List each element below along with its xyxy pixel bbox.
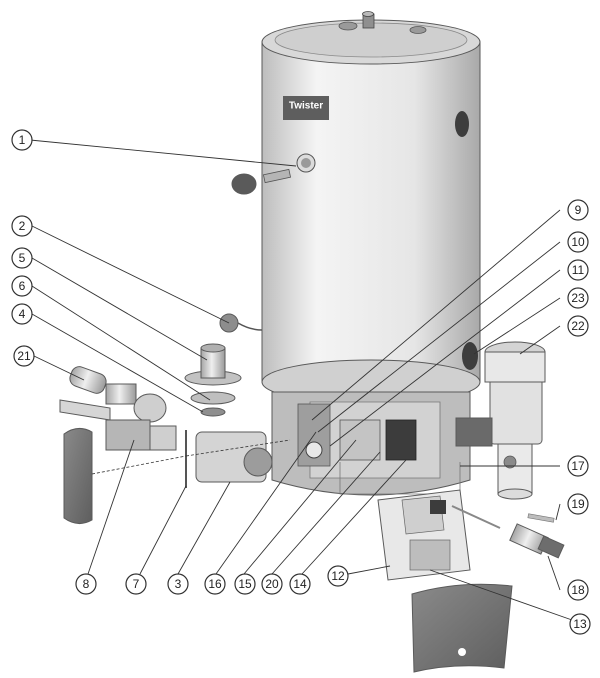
callout-label: 3 [175,577,182,591]
callout-label: 6 [19,279,26,293]
callout-1: 1 [11,129,33,151]
callout-12: 12 [327,565,349,587]
callout-15: 15 [234,573,256,595]
callout-6: 6 [11,275,33,297]
callout-20: 20 [261,573,283,595]
callout-18: 18 [567,579,589,601]
flue-port [462,342,478,370]
callout-13: 13 [569,613,591,635]
callout-label: 15 [238,577,252,591]
callout-9: 9 [567,199,589,221]
callout-label: 7 [133,577,140,591]
callout-label: 22 [571,319,585,333]
burner-skirt [271,391,471,496]
tank: Twister [261,11,481,405]
callout-label: 14 [293,577,307,591]
callout-5: 5 [11,247,33,269]
callout-label: 9 [575,203,582,217]
callout-4: 4 [11,303,33,325]
callout-label: 23 [571,291,585,305]
leader-lines [29,139,573,621]
callout-label: 13 [573,617,587,631]
callout-16: 16 [204,573,226,595]
right-assembly [377,341,565,673]
callout-label: 1 [19,133,26,147]
callout-label: 2 [19,219,26,233]
brand-label: Twister [289,101,323,112]
callout-7: 7 [125,573,147,595]
callout-3: 3 [167,573,189,595]
callout-2: 2 [11,215,33,237]
callout-14: 14 [289,573,311,595]
callout-8: 8 [75,573,97,595]
callout-21: 21 [13,345,35,367]
callout-label: 8 [83,577,90,591]
callout-label: 17 [571,459,585,473]
callout-11: 11 [567,259,589,281]
brand-plate [283,96,329,120]
callout-19: 19 [567,493,589,515]
callout-23: 23 [567,287,589,309]
callout-label: 11 [572,263,585,277]
callout-label: 10 [571,235,585,249]
callout-label: 4 [19,307,26,321]
side-port [455,111,469,137]
callout-label: 21 [17,349,31,363]
left-assembly [59,168,292,524]
callout-label: 20 [265,577,279,591]
callout-10: 10 [567,231,589,253]
callout-17: 17 [567,455,589,477]
callout-label: 18 [571,583,585,597]
callout-label: 5 [19,251,26,265]
callout-label: 12 [331,569,345,583]
callout-label: 16 [208,577,222,591]
callout-label: 19 [571,497,585,511]
callout-22: 22 [567,315,589,337]
